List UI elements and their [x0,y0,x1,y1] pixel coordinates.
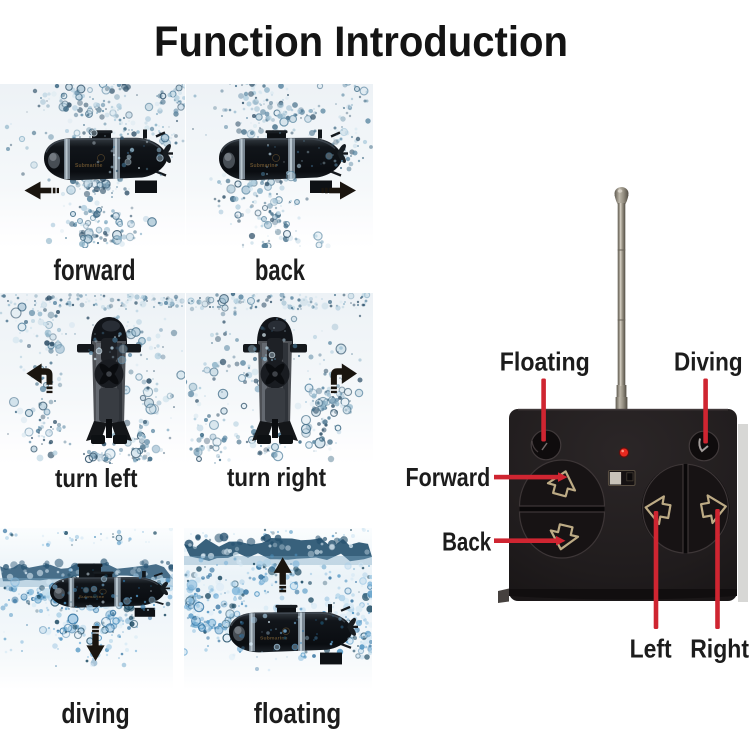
svg-text:Forward: Forward [406,462,491,492]
svg-text:Function Introduction: Function Introduction [154,18,568,66]
svg-text:turn left: turn left [55,463,138,493]
svg-text:Diving: Diving [674,347,743,377]
svg-text:diving: diving [61,698,129,730]
svg-text:Left: Left [630,634,672,664]
svg-text:turn right: turn right [227,462,326,492]
svg-text:forward: forward [54,254,136,287]
svg-text:Floating: Floating [500,347,590,377]
svg-text:floating: floating [254,698,341,730]
svg-text:Right: Right [690,634,749,664]
svg-text:Back: Back [442,526,492,556]
svg-text:back: back [255,254,305,287]
